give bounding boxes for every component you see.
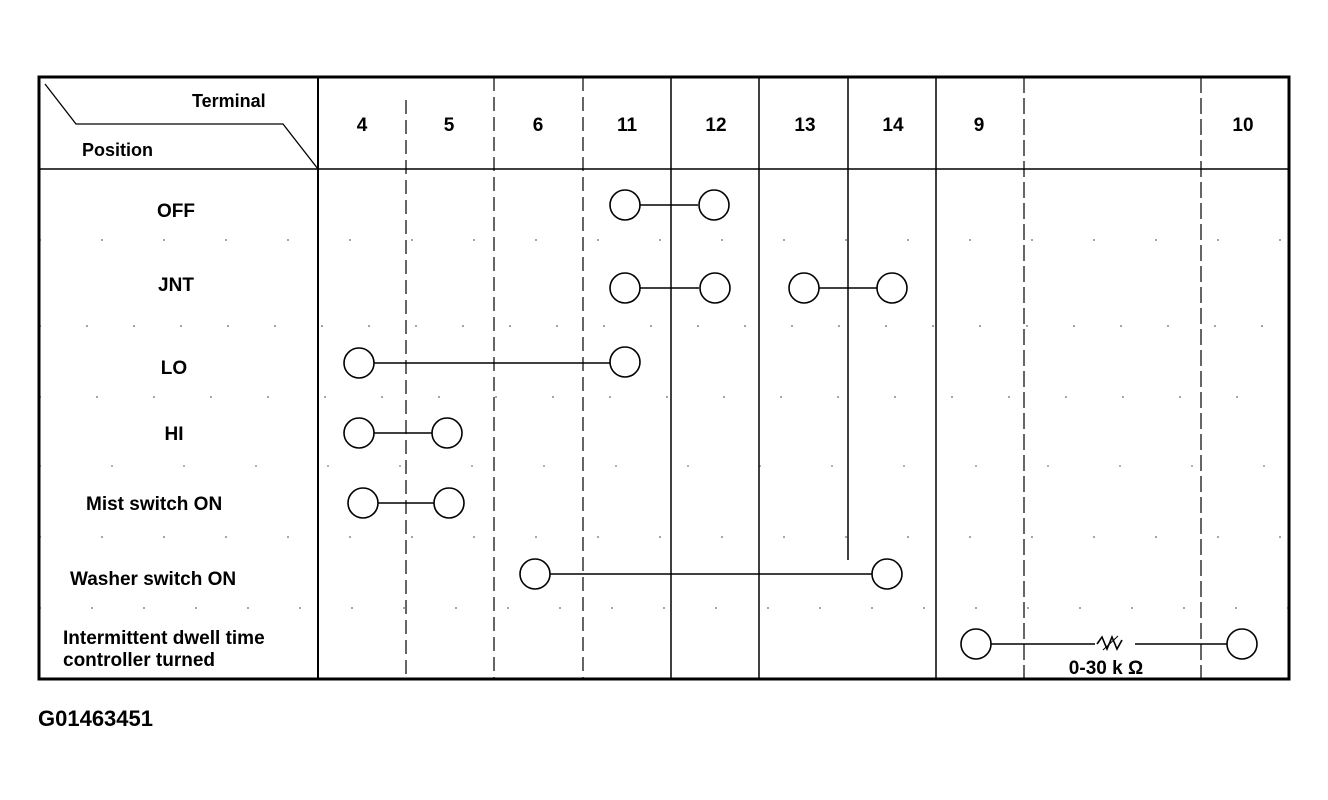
resistance-label: 0-30 k Ω: [1069, 658, 1143, 679]
row-separators: [39, 239, 1289, 609]
circle-jnt-11: [609, 272, 641, 304]
row-label-off: OFF: [157, 201, 195, 222]
terminal-10: 10: [1232, 115, 1253, 136]
row-label-washer-switch: Washer switch ON: [70, 569, 236, 590]
row-label-jnt: JNT: [158, 275, 194, 296]
figure-id: G01463451: [38, 706, 153, 731]
terminal-6: 6: [533, 115, 544, 136]
circle-jnt-13: [788, 272, 820, 304]
terminal-4: 4: [357, 115, 368, 136]
terminal-numbers: 4 5 6 11 12 13 14 9 10: [357, 115, 1254, 136]
terminal-9: 9: [974, 115, 985, 136]
circle-off-12: [698, 189, 730, 221]
circle-dwell-10: [1226, 628, 1258, 660]
row-label-dwell-line2: controller turned: [63, 650, 215, 671]
terminal-heading: Terminal: [192, 91, 266, 111]
connection-lines: [374, 204, 1227, 645]
row-label-mist-switch: Mist switch ON: [86, 494, 222, 515]
circle-jnt-14: [876, 272, 908, 304]
terminal-5: 5: [444, 115, 455, 136]
position-heading: Position: [82, 140, 153, 160]
circle-washer-6: [519, 558, 551, 590]
circle-mist-4: [347, 487, 379, 519]
row-labels: OFF JNT LO HI Mist switch ON Washer swit…: [63, 201, 265, 671]
terminal-13: 13: [794, 115, 815, 136]
continuity-circles: [343, 189, 1258, 660]
corner-header: Terminal Position: [44, 83, 319, 170]
terminal-12: 12: [705, 115, 726, 136]
circle-washer-14: [871, 558, 903, 590]
circle-lo-11: [609, 346, 641, 378]
row-label-dwell-line1: Intermittent dwell time: [63, 628, 265, 649]
circle-hi-4: [343, 417, 375, 449]
row-label-hi: HI: [165, 424, 184, 445]
circle-mist-5: [433, 487, 465, 519]
row-label-lo: LO: [161, 358, 187, 379]
column-dividers: [405, 77, 1202, 679]
circle-hi-5: [431, 417, 463, 449]
circle-dwell-9: [960, 628, 992, 660]
circle-lo-4: [343, 347, 375, 379]
table-border: [37, 75, 1291, 681]
circle-jnt-12: [699, 272, 731, 304]
terminal-14: 14: [882, 115, 904, 136]
terminal-11: 11: [617, 115, 638, 136]
circle-off-11: [609, 189, 641, 221]
resistor-symbol: 0-30 k Ω: [1069, 634, 1143, 679]
